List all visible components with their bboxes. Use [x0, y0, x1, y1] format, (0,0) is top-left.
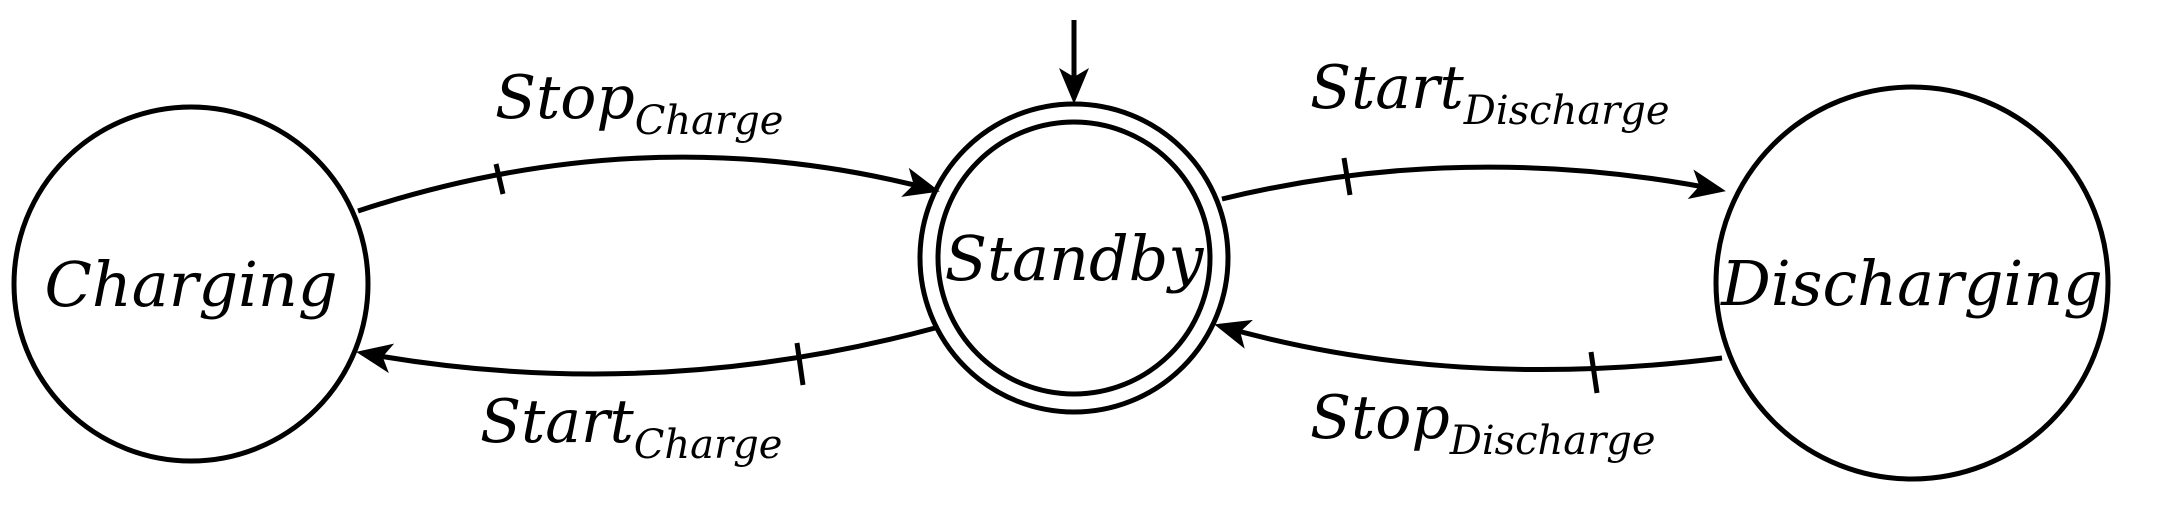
label-start-charge: StartCharge — [480, 387, 782, 468]
transition-stop-charge: StopCharge — [357, 63, 940, 214]
label-start-discharge: StartDischarge — [1310, 53, 1670, 134]
label-stop-discharge-main: Stop — [1310, 383, 1450, 453]
label-stop-discharge: StopDischarge — [1310, 383, 1656, 464]
label-start-charge-sub: Charge — [634, 422, 783, 468]
label-start-charge-main: Start — [480, 387, 635, 457]
edge-tick — [794, 342, 806, 386]
transition-start-discharge: StartDischarge — [1221, 53, 1726, 202]
edge-tick — [1588, 351, 1600, 394]
state-discharging: Discharging — [1713, 84, 2111, 482]
edge-standby-to-charging — [356, 325, 936, 377]
label-start-discharge-main: Start — [1310, 53, 1465, 123]
label-start-discharge-sub: Discharge — [1463, 88, 1670, 134]
state-label-charging: Charging — [44, 248, 337, 321]
label-stop-discharge-sub: Discharge — [1449, 418, 1656, 464]
transition-stop-discharge: StopDischarge — [1214, 319, 1723, 464]
edge-standby-to-discharging — [1221, 164, 1726, 202]
state-label-standby: Standby — [945, 222, 1205, 295]
edge-tick — [1341, 157, 1353, 196]
edge-discharging-to-standby — [1214, 319, 1723, 373]
transition-start-charge: StartCharge — [356, 325, 936, 468]
state-charging: Charging — [11, 104, 371, 464]
edge-charging-to-standby — [357, 154, 940, 214]
label-stop-charge: StopCharge — [495, 63, 783, 144]
label-stop-charge-main: Stop — [495, 63, 635, 133]
edge-tick — [493, 163, 506, 195]
state-standby: Standby — [917, 101, 1231, 415]
state-label-discharging: Discharging — [1720, 247, 2103, 320]
label-stop-charge-sub: Charge — [635, 98, 784, 144]
